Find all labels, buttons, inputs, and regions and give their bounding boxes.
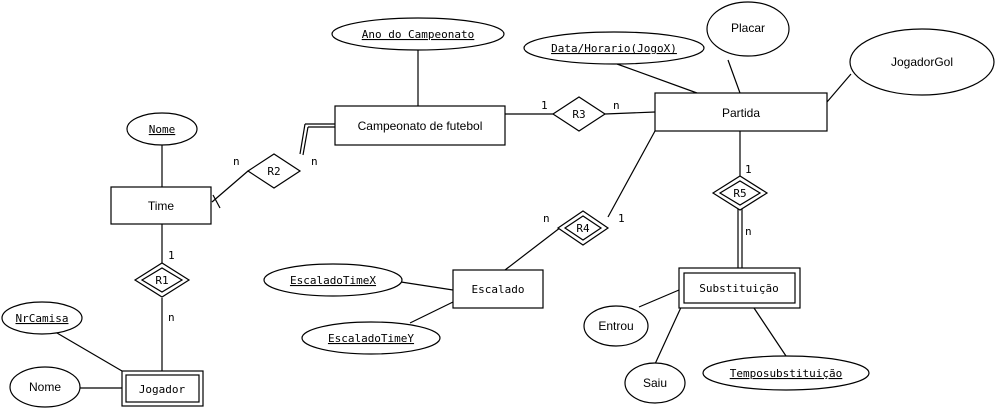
cardinality-r1-jogador: n <box>168 311 175 324</box>
cardinality-r5-partida: 1 <box>745 163 752 176</box>
attribute-entrou-label: Entrou <box>598 319 633 333</box>
attribute-jogador-nome-label: Nome <box>29 380 61 394</box>
attribute-ano-campeonato: Ano do Campeonato <box>331 17 505 51</box>
cardinality-r4-escalado: n <box>543 212 550 225</box>
attribute-escalado-time-x: EscaladoTimeX <box>263 263 403 297</box>
attribute-data-horario-label: Data/Horario(JogoX) <box>551 42 677 55</box>
attribute-escalado-time-x-label: EscaladoTimeX <box>290 274 376 287</box>
weak-entity-substituicao: Substituição <box>678 267 801 309</box>
identifying-relationship-r1: R1 <box>133 262 191 298</box>
entity-escalado-label: Escalado <box>472 283 525 296</box>
connector-lines <box>56 46 852 389</box>
attribute-escalado-time-y-label: EscaladoTimeY <box>328 332 414 345</box>
entity-time: Time <box>110 186 212 225</box>
relationship-r2: R2 <box>246 153 302 189</box>
entity-partida-label: Partida <box>722 106 760 120</box>
cardinality-r1-time: 1 <box>168 249 175 262</box>
attribute-jogador-gol: JogadorGol <box>849 28 995 96</box>
cardinality-r3-campeonato: 1 <box>541 99 548 112</box>
cardinality-r4-partida: 1 <box>618 212 625 225</box>
attribute-placar-label: Placar <box>731 21 765 35</box>
relationship-r4-label: R4 <box>576 222 590 235</box>
entity-time-label: Time <box>148 199 175 213</box>
cardinality-r5-substituicao: n <box>745 225 752 238</box>
attribute-ano-campeonato-label: Ano do Campeonato <box>362 28 475 41</box>
weak-entity-jogador: Jogador <box>121 370 204 407</box>
attribute-time-nome: Nome <box>126 112 198 146</box>
relationship-r3-label: R3 <box>572 108 585 121</box>
attribute-time-nome-label: Nome <box>149 123 176 136</box>
relationship-r3: R3 <box>551 96 607 132</box>
attribute-saiu-label: Saiu <box>643 376 667 390</box>
attribute-placar: Placar <box>706 1 790 57</box>
attribute-tempo-substituicao: Temposubstituição <box>702 355 870 391</box>
attribute-jogador-gol-label: JogadorGol <box>891 55 953 69</box>
attribute-jogador-nome: Nome <box>9 366 81 408</box>
cardinality-r3-partida: n <box>613 99 620 112</box>
entity-campeonato-label: Campeonato de futebol <box>358 119 483 133</box>
weak-entity-substituicao-label: Substituição <box>699 282 778 295</box>
entity-partida: Partida <box>654 92 828 132</box>
cardinality-r2-time: n <box>233 155 240 168</box>
weak-entity-jogador-label: Jogador <box>139 383 186 396</box>
relationship-r1-label: R1 <box>155 274 168 287</box>
attribute-data-horario: Data/Horario(JogoX) <box>523 31 705 65</box>
cardinality-r2-campeonato: n <box>311 155 318 168</box>
relationship-r2-label: R2 <box>267 165 280 178</box>
entity-campeonato: Campeonato de futebol <box>334 105 506 146</box>
attribute-entrou: Entrou <box>583 305 649 347</box>
attribute-escalado-time-y: EscaladoTimeY <box>301 321 441 355</box>
cardinality-labels: 1 n n n 1 n n 1 1 n <box>168 99 752 324</box>
identifying-relationship-r5: R5 <box>711 175 769 211</box>
entity-escalado: Escalado <box>452 269 544 309</box>
attribute-saiu: Saiu <box>624 362 686 404</box>
relationship-r5-label: R5 <box>733 187 746 200</box>
identifying-relationship-r4: R4 <box>556 210 610 246</box>
attribute-nr-camisa: NrCamisa <box>1 301 83 335</box>
attribute-nr-camisa-label: NrCamisa <box>16 312 69 325</box>
attribute-tempo-substituicao-label: Temposubstituição <box>730 367 843 380</box>
